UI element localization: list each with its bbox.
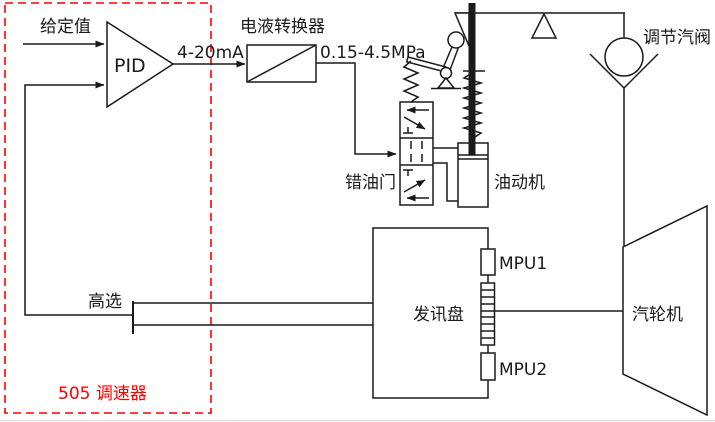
lever-flag: [453, 12, 470, 47]
mpu2-probe: [480, 352, 496, 381]
speed-feedback-line: [24, 81, 133, 316]
rod-spring: [461, 72, 484, 140]
signal-disk-label: 发讯盘: [413, 305, 464, 325]
converter-diagonal: [246, 44, 317, 83]
lever-linkage: [402, 12, 625, 103]
servomotor-label: 油动机: [494, 173, 545, 193]
pid-triangle: [106, 20, 175, 109]
pilot-valve-symbol: [399, 101, 434, 206]
high-select-junction: [132, 301, 373, 334]
governor-label: 505 调速器: [58, 384, 147, 404]
pilot-valve-label: 错油门: [345, 173, 396, 193]
valve-disc: [604, 37, 644, 77]
toothed-wheel: [480, 282, 496, 346]
converter-label: 电液转换器: [240, 17, 325, 37]
pilot-valve-body: [399, 101, 434, 206]
mpu2-label: MPU2: [499, 360, 547, 380]
mpu1-label: MPU1: [499, 254, 547, 274]
joint-circle-large: [447, 31, 465, 49]
pivot-support: [436, 76, 456, 89]
governor-dashed-boundary: [4, 2, 212, 414]
steam-valve-label: 调节汽阀: [643, 28, 711, 48]
turbine-symbol: [622, 204, 708, 417]
setpoint-label: 给定值: [40, 17, 91, 37]
pid-label: PID: [114, 55, 146, 77]
converter-block: [246, 44, 397, 158]
high-select-label: 高选: [88, 292, 122, 312]
fulcrum-triangle: [530, 12, 558, 39]
pressure-signal-line: [316, 62, 397, 158]
pressure-range-label: 0.15-4.5MPa: [320, 43, 426, 63]
oil-line-lower: [433, 162, 458, 202]
servomotor: [457, 3, 489, 208]
signal-disk-assembly: [372, 227, 623, 399]
piston-rod: [468, 3, 476, 155]
feedback-spring: [402, 60, 420, 103]
pid-block: [23, 20, 175, 316]
mpu1-probe: [480, 248, 496, 276]
steam-valve-symbol: [589, 13, 659, 247]
current-signal-label: 4-20mA: [177, 43, 244, 63]
turbine-label: 汽轮机: [632, 305, 683, 325]
